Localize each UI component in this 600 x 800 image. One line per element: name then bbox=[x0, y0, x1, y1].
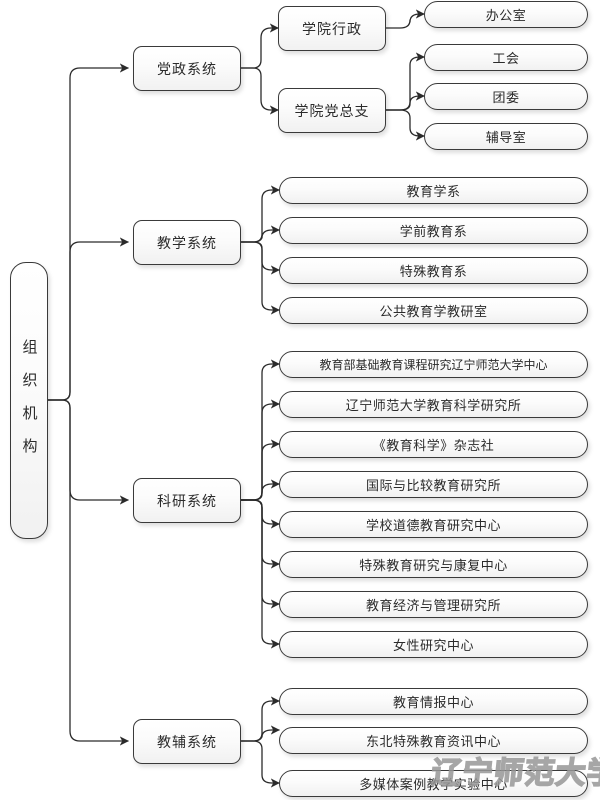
node-leaf-women-research-center[interactable]: 女性研究中心 bbox=[279, 631, 588, 658]
node-leaf-preschool-edu-dept[interactable]: 学前教育系 bbox=[279, 217, 588, 244]
edge-research-to-school-moral-edu-center bbox=[240, 499, 280, 529]
node-system-teaching[interactable]: 教学系统 bbox=[133, 220, 241, 265]
edge-research-to-intl-comparative-edu-institute bbox=[240, 479, 280, 501]
node-leaf-special-edu-dept[interactable]: 特殊教育系 bbox=[279, 257, 588, 284]
node-leaf-northeast-special-edu-info-center[interactable]: 东北特殊教育资讯中心 bbox=[279, 727, 588, 754]
node-leaf-intl-comparative-edu-institute[interactable]: 国际与比较教育研究所 bbox=[279, 471, 588, 498]
edge-party-admin-to-college-admin bbox=[240, 23, 279, 69]
node-leaf-school-moral-edu-center[interactable]: 学校道德教育研究中心 bbox=[279, 511, 588, 538]
node-leaf-moe-basic-edu-center[interactable]: 教育部基础教育课程研究辽宁师范大学中心 bbox=[279, 351, 588, 378]
edge-research-to-special-edu-rehab-center bbox=[240, 499, 280, 569]
node-leaf-lnnu-edu-science-institute[interactable]: 辽宁师范大学教育科学研究所 bbox=[279, 391, 588, 418]
edge-research-to-moe-basic-edu-center bbox=[240, 359, 280, 501]
node-party-branch[interactable]: 学院党总支 bbox=[278, 88, 386, 133]
edge-party-branch-to-youth-league bbox=[385, 91, 425, 111]
node-leaf-special-edu-rehab-center[interactable]: 特殊教育研究与康复中心 bbox=[279, 551, 588, 578]
node-system-research[interactable]: 科研系统 bbox=[133, 478, 241, 523]
edge-root-to-research bbox=[47, 399, 129, 505]
node-leaf-union[interactable]: 工会 bbox=[424, 44, 588, 71]
edge-teaching-to-preschool-edu-dept bbox=[240, 225, 280, 243]
node-leaf-public-pedagogy-office[interactable]: 公共教育学教研室 bbox=[279, 297, 588, 324]
node-leaf-edu-econ-mgmt-institute[interactable]: 教育经济与管理研究所 bbox=[279, 591, 588, 618]
node-leaf-counselor-office[interactable]: 辅导室 bbox=[424, 123, 588, 150]
edge-teaching-to-special-edu-dept bbox=[240, 241, 280, 275]
edge-college-admin-to-office bbox=[385, 9, 425, 29]
node-leaf-edu-dept[interactable]: 教育学系 bbox=[279, 177, 588, 204]
edge-support-to-edu-info-center bbox=[240, 696, 280, 742]
node-leaf-youth-league[interactable]: 团委 bbox=[424, 83, 588, 110]
edge-research-to-edu-science-journal bbox=[240, 439, 280, 501]
edge-party-branch-to-counselor-office bbox=[385, 109, 425, 141]
node-college-admin[interactable]: 学院行政 bbox=[278, 6, 386, 51]
edge-support-to-northeast-special-edu-info-center bbox=[240, 725, 280, 742]
node-leaf-edu-science-journal[interactable]: 《教育科学》杂志社 bbox=[279, 431, 588, 458]
node-system-teaching-support[interactable]: 教辅系统 bbox=[133, 719, 241, 764]
edge-party-admin-to-party-branch bbox=[240, 67, 279, 115]
node-root[interactable]: 组织机构 bbox=[10, 262, 48, 539]
edge-party-branch-to-union bbox=[385, 52, 425, 111]
node-leaf-multimedia-case-teaching-lab[interactable]: 多媒体案例教学实验中心 bbox=[279, 770, 588, 797]
edge-teaching-to-public-pedagogy-office bbox=[240, 241, 280, 315]
edge-root-to-party-admin bbox=[47, 63, 129, 401]
node-leaf-office[interactable]: 办公室 bbox=[424, 1, 588, 28]
edge-research-to-edu-econ-mgmt-institute bbox=[240, 499, 280, 609]
edge-root-to-teaching-support bbox=[47, 399, 129, 746]
node-leaf-edu-info-center[interactable]: 教育情报中心 bbox=[279, 688, 588, 715]
edge-root-to-teaching bbox=[47, 237, 129, 401]
edge-research-to-women-research-center bbox=[240, 499, 280, 649]
edge-research-to-lnnu-edu-science-institute bbox=[240, 399, 280, 501]
edge-support-to-multimedia-case-teaching-lab bbox=[240, 740, 280, 788]
node-system-party-admin[interactable]: 党政系统 bbox=[133, 46, 241, 91]
edge-teaching-to-edu-dept bbox=[240, 185, 280, 243]
